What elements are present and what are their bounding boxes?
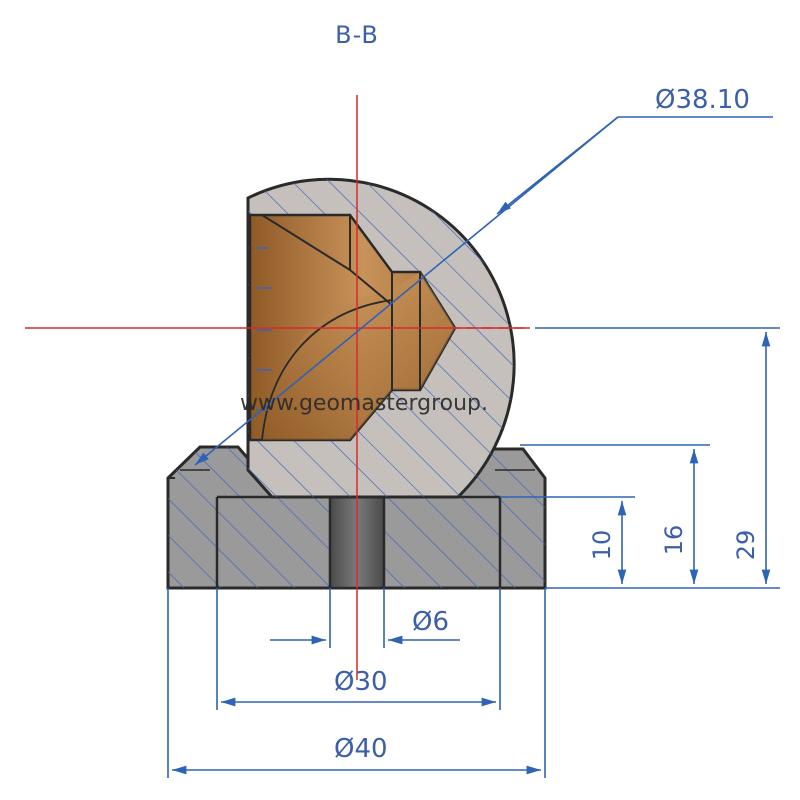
centerlines bbox=[25, 95, 530, 680]
dim-height-16: 16 bbox=[660, 525, 688, 556]
dim-height-29: 29 bbox=[732, 530, 760, 561]
dim-base-diameter: Ø40 bbox=[334, 734, 388, 764]
dim-recess-diameter: Ø30 bbox=[334, 667, 388, 697]
dim-sphere-diameter: Ø38.10 bbox=[655, 85, 750, 115]
dim-hole-diameter: Ø6 bbox=[412, 607, 449, 637]
dimension-lines bbox=[167, 116, 780, 778]
section-label: B-B bbox=[335, 21, 379, 49]
watermark-text: www.geomastergroup. bbox=[240, 391, 488, 416]
dim-height-10: 10 bbox=[588, 530, 616, 561]
